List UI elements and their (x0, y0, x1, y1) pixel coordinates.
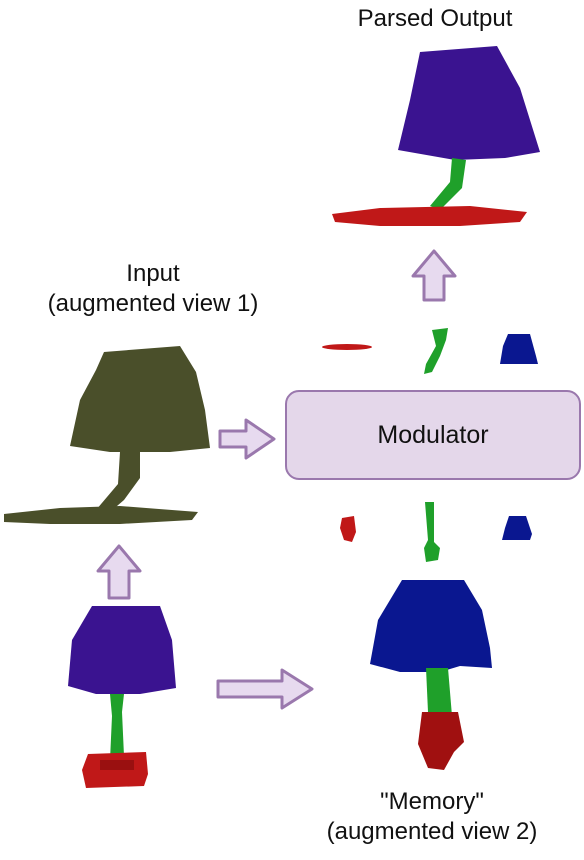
memory-label-line1: "Memory" (380, 788, 484, 815)
part-base-red-above (322, 344, 372, 350)
arrow-input-to-modulator (218, 418, 276, 460)
arrow-up-to-output (411, 249, 457, 302)
parsed-parts-above (322, 328, 538, 374)
modulator-box: Modulator (285, 390, 581, 480)
original-lamp-base-top (100, 760, 134, 770)
memory-parts-below (340, 502, 532, 562)
input-label-line2: (augmented view 1) (47, 290, 259, 317)
input-lamp (4, 346, 210, 524)
part-stem-green-above (424, 328, 448, 374)
part-base-red-below (340, 516, 356, 542)
input-lamp-base (4, 506, 198, 524)
modulator-label: Modulator (377, 420, 489, 449)
memory-lamp-stem (426, 668, 452, 722)
input-lamp-shade (70, 346, 210, 452)
input-lamp-stem (96, 452, 140, 512)
part-stem-green-below (424, 502, 440, 562)
memory-label: "Memory" (augmented view 2) (280, 787, 584, 847)
memory-lamp (370, 580, 492, 770)
original-lamp (68, 606, 176, 788)
parsed-lamp-shade (398, 46, 540, 160)
memory-lamp-shade (370, 580, 492, 672)
arrow-original-to-memory (216, 668, 314, 710)
parsed-lamp-stem (430, 158, 466, 210)
input-label-line1: Input (126, 260, 180, 287)
memory-lamp-base (418, 712, 464, 770)
input-label: Input (augmented view 1) (0, 259, 306, 319)
arrow-up-to-input (96, 544, 142, 600)
parsed-lamp-base (332, 206, 527, 226)
memory-label-line2: (augmented view 2) (326, 818, 538, 845)
part-shade-blue-below (502, 516, 532, 540)
original-lamp-shade (68, 606, 176, 694)
parsed-output-label: Parsed Output (357, 5, 513, 32)
original-lamp-stem (110, 694, 124, 760)
parsed-output-lamp (332, 46, 540, 226)
part-shade-blue-above (500, 334, 538, 364)
